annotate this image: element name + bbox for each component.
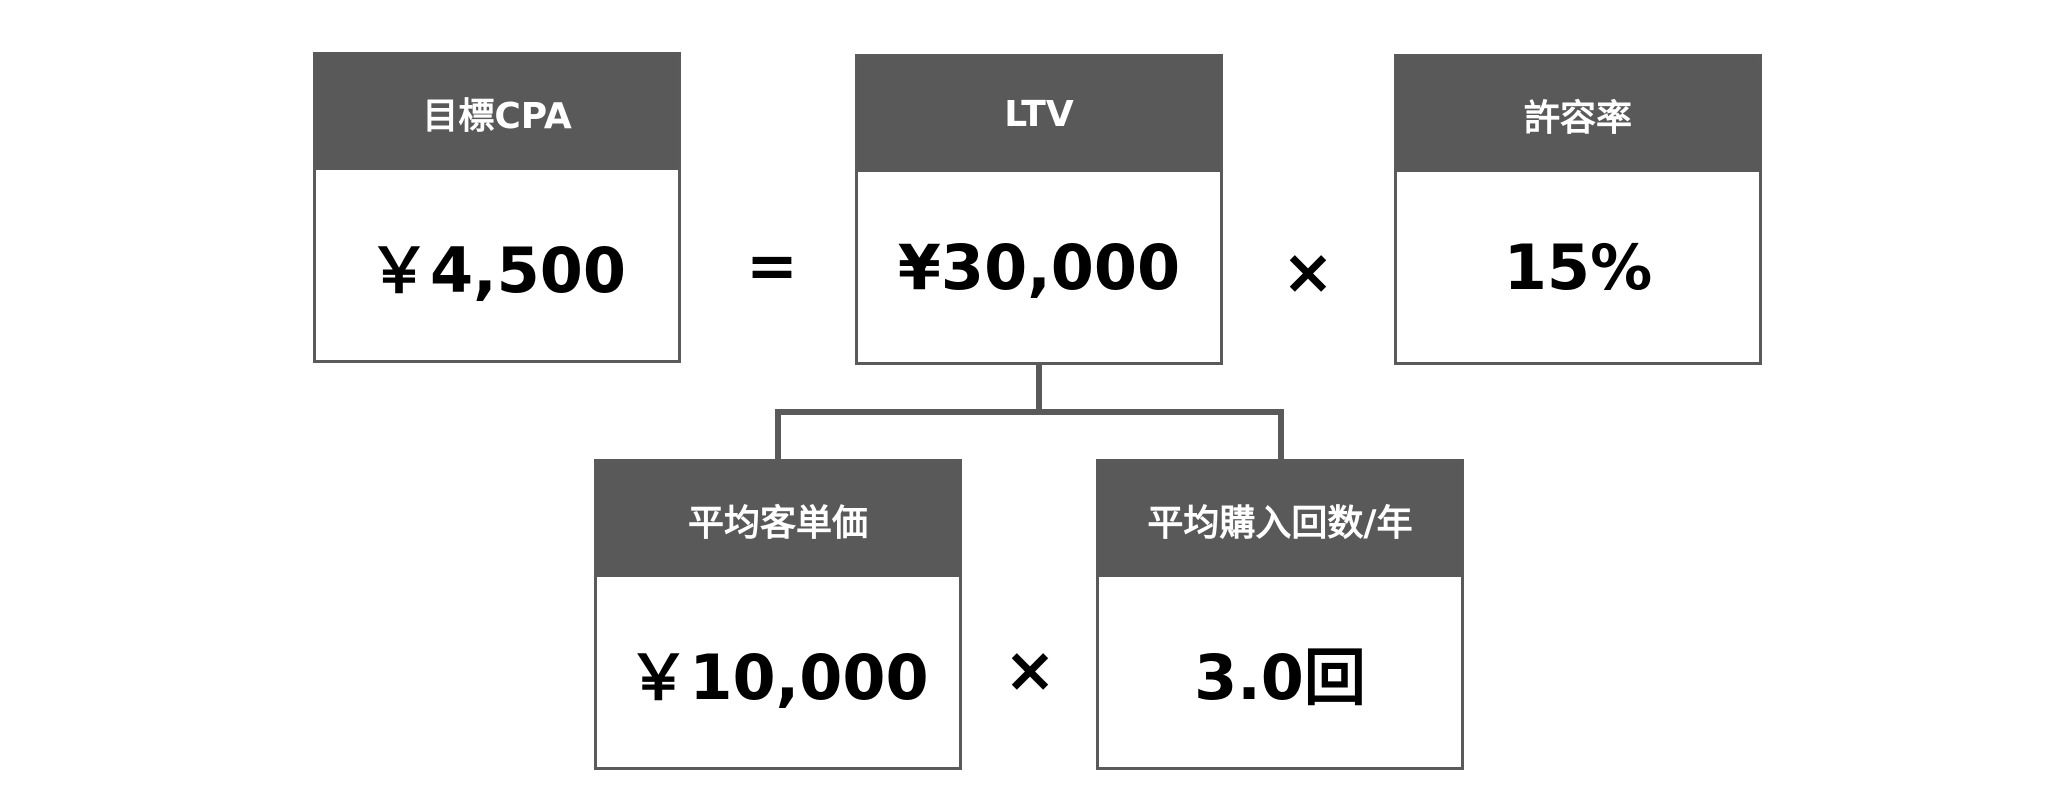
multiply-operator-top: ×: [1282, 235, 1334, 308]
ltv-label: LTV: [858, 57, 1220, 172]
avg-order-value-value: ￥10,000: [627, 641, 929, 714]
allowance-rate-box: 許容率 15%: [1394, 54, 1762, 365]
equals-operator: =: [746, 229, 798, 302]
target-cpa-label: 目標CPA: [316, 55, 678, 170]
ltv-value: ¥30,000: [897, 230, 1181, 304]
target-cpa-box: 目標CPA ￥4,500: [313, 52, 681, 363]
ltv-box: LTV ¥30,000: [855, 54, 1223, 365]
target-cpa-value: ￥4,500: [367, 234, 627, 307]
avg-order-value-box: 平均客単価 ￥10,000: [594, 459, 962, 770]
connector-horizontal: [775, 409, 1284, 415]
avg-purchases-box: 平均購入回数/年 3.0回: [1096, 459, 1464, 770]
allowance-rate-label: 許容率: [1397, 57, 1759, 172]
connector-vertical-right: [1278, 409, 1284, 461]
connector-vertical-top: [1036, 364, 1042, 412]
connector-vertical-left: [775, 409, 781, 461]
allowance-rate-value: 15%: [1503, 230, 1653, 304]
avg-order-value-label: 平均客単価: [597, 462, 959, 577]
multiply-operator-bottom: ×: [1004, 633, 1056, 706]
avg-purchases-label: 平均購入回数/年: [1099, 462, 1461, 577]
avg-purchases-value: 3.0回: [1194, 641, 1366, 714]
